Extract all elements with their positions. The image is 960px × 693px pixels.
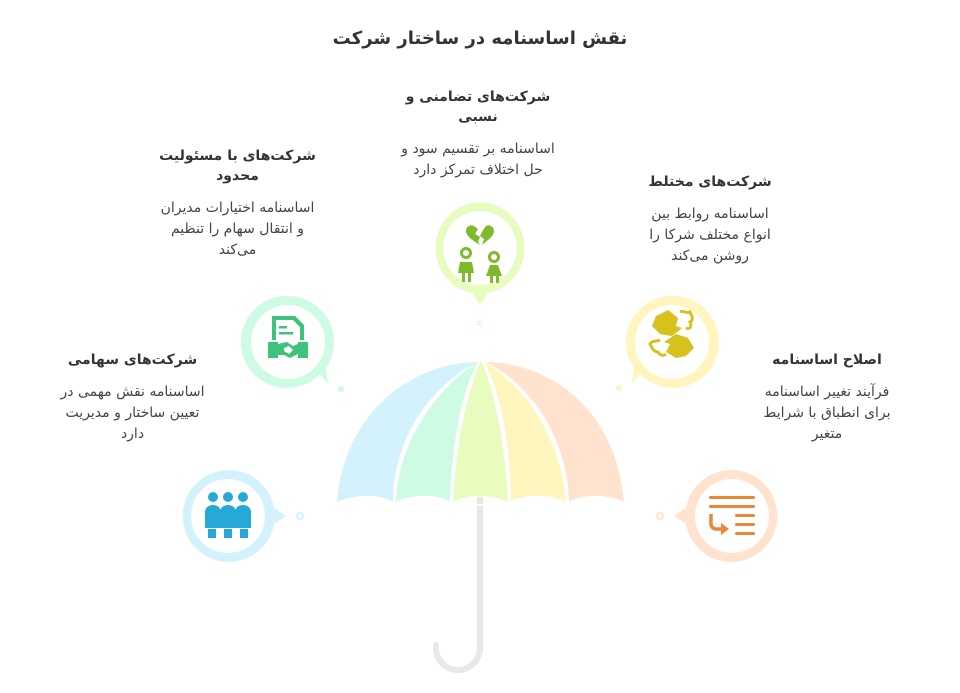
heading-joint-stock: شرکت‌های سهامی [67,352,198,368]
broken-heart-people-icon [458,225,502,283]
heading-partnership: شرکت‌های تضامنی و نسبی [405,89,551,125]
canopy-panel-yellow [484,362,566,502]
umbrella-handle [433,493,483,673]
connector-dots [296,321,664,520]
bubble-partnership [435,202,525,305]
heading-amendment: اصلاح اساسنامه [772,352,882,368]
bubble-amendment [674,469,778,562]
umbrella-canopy [337,362,624,506]
desc-partnership: اساسنامه بر تقسیم سود و حل اختلاف تمرکز … [401,141,555,178]
block-joint-stock: شرکت‌های سهامی اساسنامه نقش مهمی در تعیی… [40,350,225,445]
canopy-panel-green [396,362,478,502]
canopy-panel-lime [453,362,508,502]
block-amendment: اصلاح اساسنامه فرآیند تغییر اساسنامه برا… [732,350,922,445]
contract-handshake-icon [268,316,308,358]
people-table-icon [205,492,251,538]
heading-mixed: شرکت‌های مختلط [648,174,772,190]
block-partnership: شرکت‌های تضامنی و نسبی اساسنامه بر تقسیم… [378,87,578,181]
block-limited-liability: شرکت‌های با مسئولیت محدود اساسنامه اختیا… [140,146,335,261]
desc-limited-liability: اساسنامه اختیارات مدیران و انتقال سهام ر… [160,200,315,258]
desc-amendment: فرآیند تغییر اساسنامه برای انطباق با شرا… [763,384,891,442]
list-edit-icon [709,496,755,535]
desc-mixed: اساسنامه روابط بین انواع مختلف شرکا را ر… [649,206,771,264]
bubble-limited-liability [240,295,335,388]
canopy-panel-orange [486,362,624,502]
canopy-panel-blue [337,362,478,502]
diagram-title: نقش اساسنامه در ساختار شرکت [332,28,628,49]
desc-joint-stock: اساسنامه نقش مهمی در تعیین ساختار و مدیر… [60,384,205,442]
block-mixed: شرکت‌های مختلط اساسنامه روابط بین انواع … [615,172,805,267]
heading-limited-liability: شرکت‌های با مسئولیت محدود [159,148,316,184]
puzzle-pieces-icon [648,309,694,358]
